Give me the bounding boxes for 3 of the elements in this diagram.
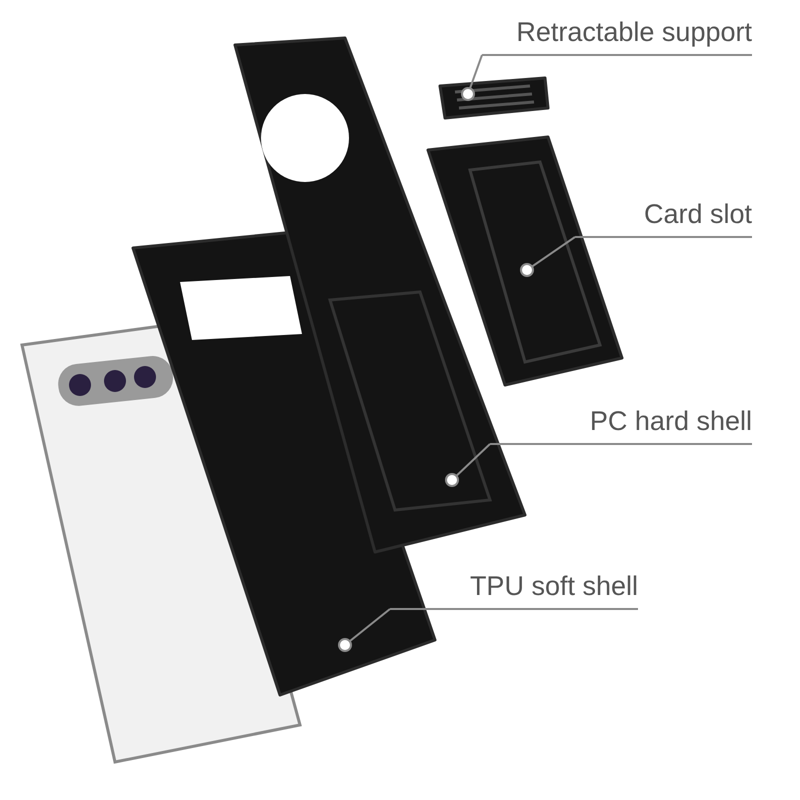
part-label: Retractable support <box>482 12 752 56</box>
card-holder-part <box>428 137 622 385</box>
kickstand-part <box>440 78 548 118</box>
